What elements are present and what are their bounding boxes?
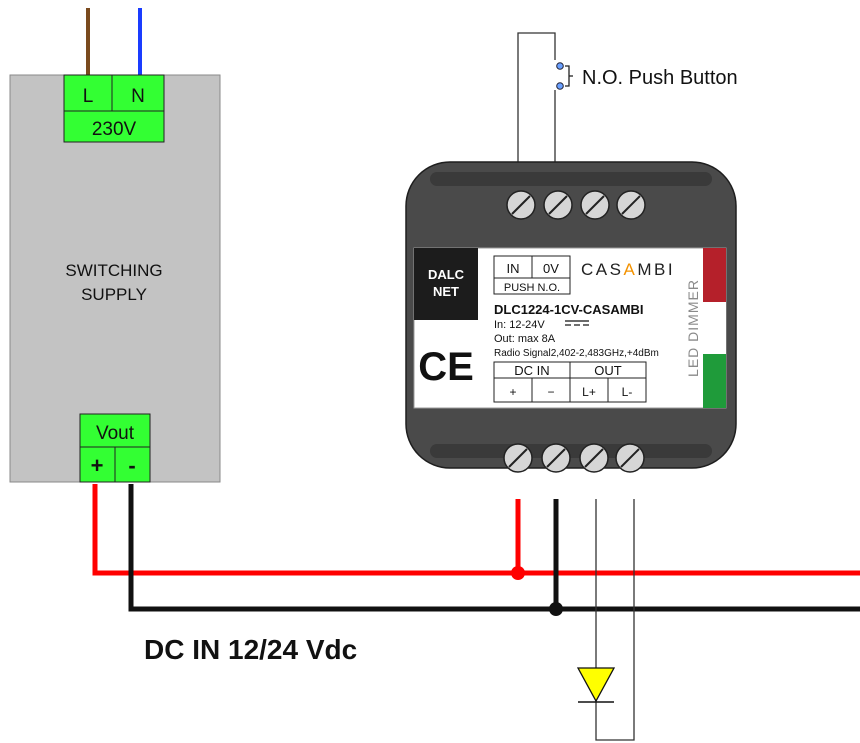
red-junction-dot	[511, 566, 525, 580]
term-lminus-label: L-	[622, 385, 633, 399]
casambi-logo: CASAMBI	[581, 260, 675, 279]
ce-mark: CE	[418, 345, 474, 389]
term-minus-label: −	[547, 385, 554, 399]
dc-in-label: DC IN	[514, 363, 549, 378]
supply-label-line1: SWITCHING	[65, 261, 162, 280]
screw-icon	[616, 190, 646, 220]
minus-label: -	[128, 453, 135, 478]
dalcnet-logo	[414, 248, 478, 320]
push-label: PUSH N.O.	[504, 282, 560, 294]
led-anode-wire	[595, 499, 635, 741]
dimmer-bottom-ridge	[430, 444, 712, 458]
vout-label: Vout	[96, 423, 135, 444]
bottom-screw-terminals	[503, 443, 645, 473]
input-spec: In: 12-24V	[494, 319, 545, 331]
terminal-vout	[79, 413, 151, 448]
terminal-l-label: L	[83, 86, 94, 107]
screw-icon	[580, 190, 610, 220]
radio-spec: Radio Signal2,402-2,483GHz,+4dBm	[494, 348, 659, 359]
side-stripe-red	[703, 248, 726, 302]
dimmer-top-ridge	[430, 172, 712, 186]
push-button-contact-top	[556, 62, 564, 70]
led-load	[576, 499, 635, 741]
bus-label: DC IN 12/24 Vdc	[144, 634, 357, 665]
terminal-plus	[79, 446, 116, 483]
top-screw-terminals	[506, 190, 646, 220]
screw-icon	[541, 443, 571, 473]
plus-label: +	[91, 453, 104, 478]
brand-line2: NET	[433, 284, 459, 299]
red-positive-wire	[92, 484, 860, 576]
out-label: OUT	[594, 363, 622, 378]
output-spec: Out: max 8A	[494, 333, 556, 345]
side-stripe-white	[703, 302, 726, 354]
term-lplus-label: L+	[582, 385, 596, 399]
brand-line1: DALC	[428, 267, 465, 282]
dc-symbol-icon	[565, 320, 589, 326]
screw-icon	[506, 190, 536, 220]
supply-label-line2: SUPPLY	[81, 285, 147, 304]
black-junction-dot	[549, 602, 563, 616]
zero-v-label: 0V	[543, 261, 559, 276]
voltage-label: 230V	[92, 119, 137, 140]
screw-icon	[503, 443, 533, 473]
black-negative-wire	[128, 484, 860, 612]
push-button-contact-bottom	[556, 82, 564, 90]
led-icon	[576, 667, 616, 703]
screw-icon	[615, 443, 645, 473]
screw-icon	[579, 443, 609, 473]
terminal-n	[111, 74, 165, 112]
screw-icon	[543, 190, 573, 220]
in-label: IN	[507, 261, 520, 276]
terminal-n-label: N	[131, 86, 145, 107]
term-lminus-box	[607, 377, 647, 403]
model-label: DLC1224-1CV-CASAMBI	[494, 302, 644, 317]
push-button-circuit: N.O. Push Button	[517, 32, 738, 166]
term-plus-label: +	[509, 385, 516, 399]
push-button-wire	[517, 32, 556, 166]
terminal-l	[63, 74, 113, 112]
side-label: LED DIMMER	[685, 279, 701, 377]
push-button-actuator	[565, 65, 570, 87]
terminal-minus	[114, 446, 151, 483]
casambi-dimmer: DALC NET CE IN 0V PUSH N.O. CASAMBI DLC1…	[405, 161, 737, 473]
terminal-230v	[63, 110, 165, 143]
push-box	[493, 277, 571, 295]
switching-supply: L N 230V SWITCHING SUPPLY Vout + -	[9, 74, 221, 483]
side-stripe-green	[703, 354, 726, 408]
push-button-label: N.O. Push Button	[582, 67, 738, 89]
